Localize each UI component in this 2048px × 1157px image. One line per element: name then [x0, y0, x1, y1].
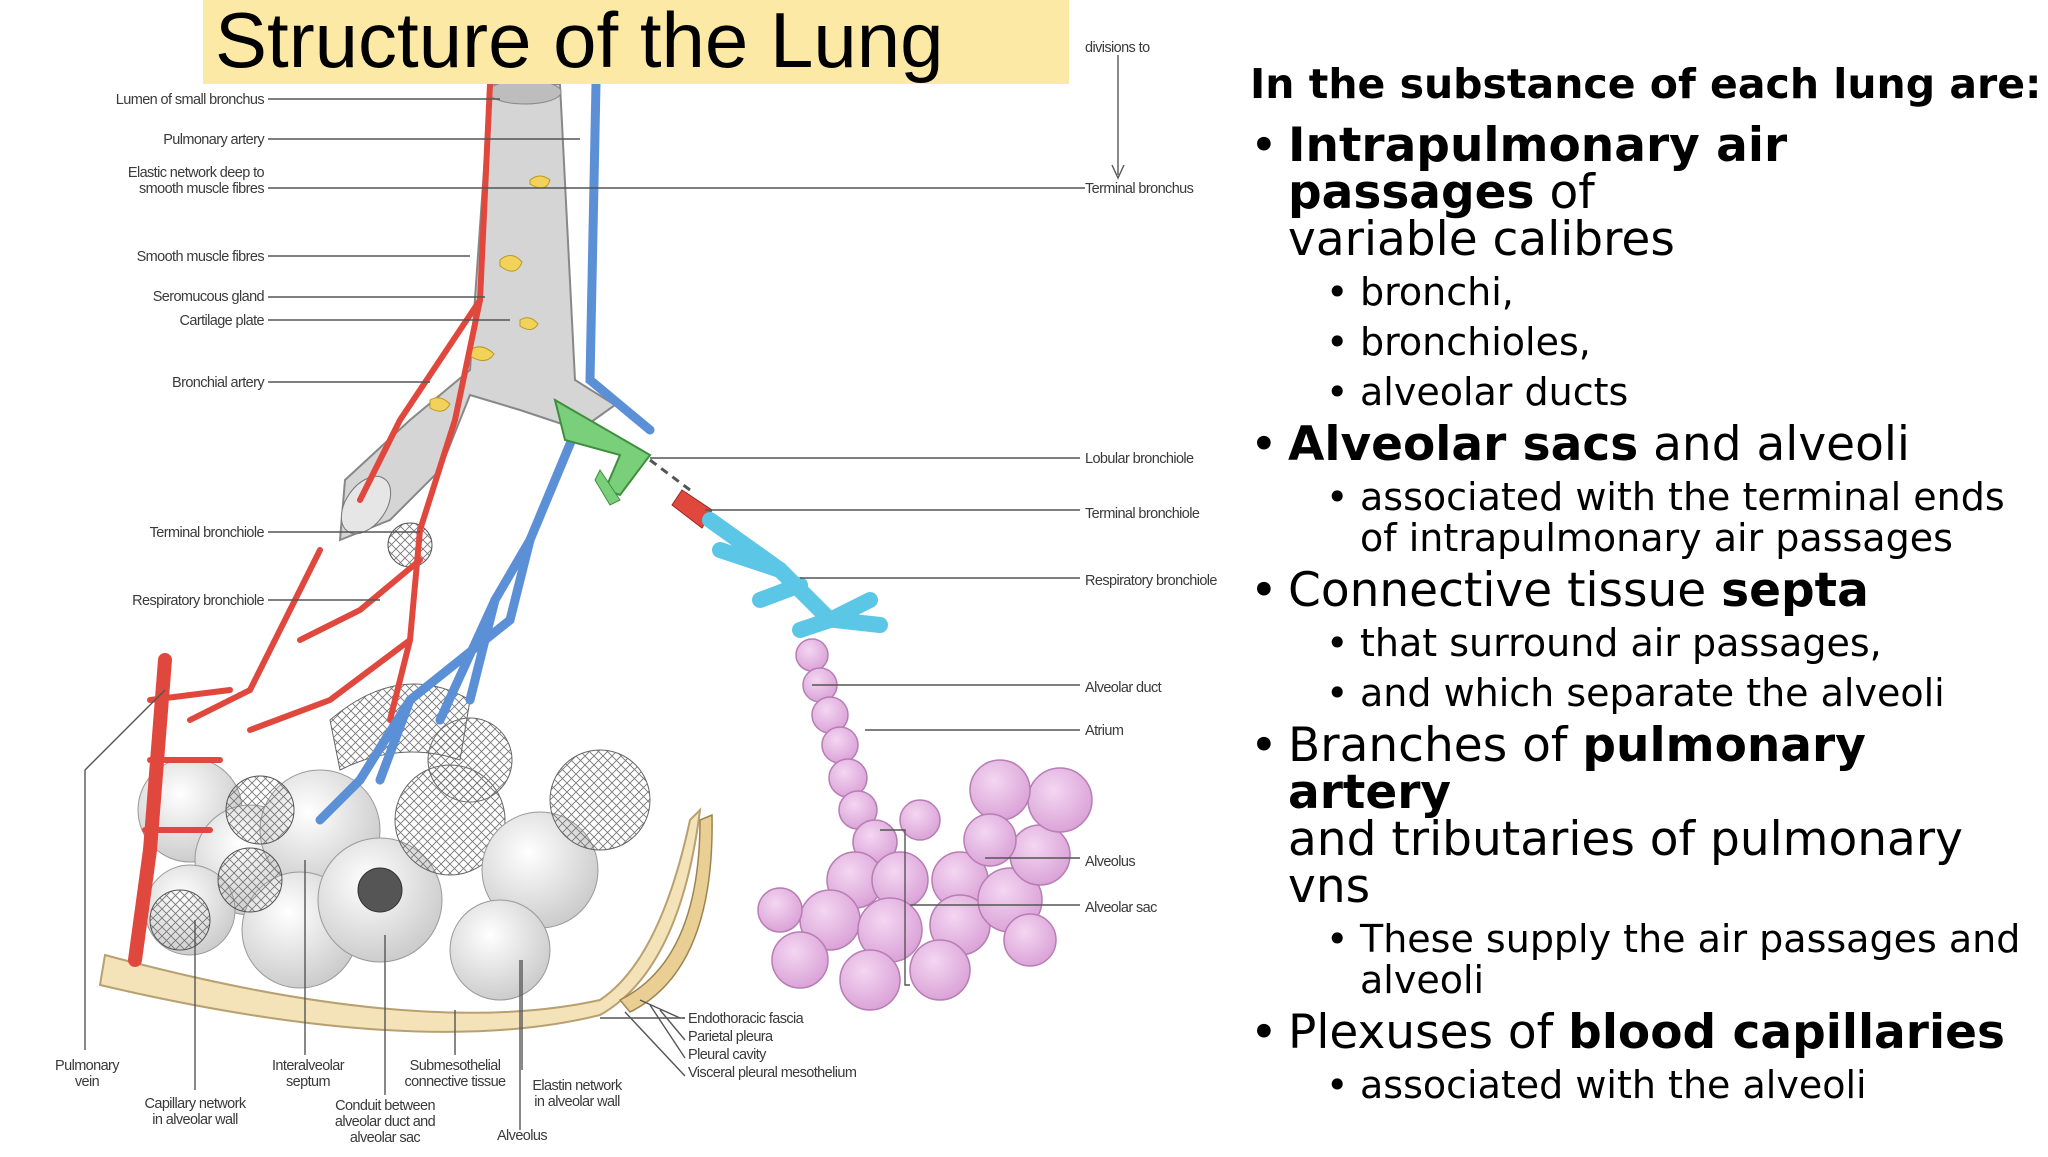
label-pulmonary-vein-line2: vein — [75, 1074, 100, 1090]
label-divisions-to: divisions to — [1085, 40, 1150, 56]
bullet-blood-capillaries-bold: blood capillaries — [1568, 1005, 2005, 1060]
sub-bullet-terminal-ends-line1: associated with the terminal ends — [1360, 475, 2005, 519]
bullet-air-passages-line2: variable calibres — [1288, 212, 1675, 267]
label-elastic-network-line1: Elastic network deep to — [128, 165, 265, 181]
bullet-blood-capillaries-lead: Plexuses of — [1288, 1005, 1569, 1060]
label-alveolar-sac: Alveolar sac — [1085, 900, 1157, 916]
pulmonary-artery-vessels — [315, 79, 655, 825]
label-alveolar-duct: Alveolar duct — [1085, 680, 1162, 696]
bullet-connective-tissue: Connective tissue septa — [1250, 567, 2040, 614]
label-elastic-network-line2: smooth muscle fibres — [139, 181, 264, 197]
respiratory-bronchiole-tree — [702, 512, 888, 638]
bullet-blood-capillaries: Plexuses of blood capillaries — [1250, 1009, 2040, 1056]
content-heading: In the substance of each lung are: — [1250, 60, 2042, 108]
label-pleural-cavity: Pleural cavity — [688, 1047, 767, 1063]
sub-bullet-supply-line2: alveoli — [1360, 958, 1485, 1002]
bronchiole-segments — [553, 397, 713, 529]
label-smooth-muscle-fibres: Smooth muscle fibres — [137, 249, 265, 265]
bullet-alveolar-sacs-rest: and alveoli — [1638, 417, 1910, 472]
lung-structure-figure: Lumen of small bronchus Pulmonary artery… — [55, 40, 1218, 1146]
label-cartilage-plate: Cartilage plate — [180, 313, 265, 329]
sub-bullet-associated-alveoli: associated with the alveoli — [1250, 1065, 2040, 1107]
sub-bullet-terminal-ends: associated with the terminal ends of int… — [1250, 477, 2040, 559]
label-lumen-small-bronchus: Lumen of small bronchus — [116, 92, 265, 108]
sub-bullet-bronchi: bronchi, — [1250, 272, 2040, 314]
label-endothoracic-fascia: Endothoracic fascia — [688, 1011, 805, 1027]
bullet-connective-tissue-lead: Connective tissue — [1288, 563, 1722, 618]
label-seromucous-gland: Seromucous gland — [153, 289, 265, 305]
label-interalveolar-septum-line2: septum — [286, 1074, 330, 1090]
bullet-connective-tissue-bold: septa — [1721, 563, 1869, 618]
sub-bullet-bronchioles: bronchioles, — [1250, 322, 2040, 364]
label-alveolus-bottom: Alveolus — [497, 1128, 547, 1144]
bullet-pulmonary-artery-bold: pulmonary artery — [1288, 718, 1866, 820]
alveoli-cluster — [137, 522, 651, 1001]
alveolar-sacs-sublist: associated with the terminal ends of int… — [1250, 477, 2040, 559]
sub-bullet-supply-air-passages: These supply the air passages and alveol… — [1250, 919, 2040, 1001]
bullet-air-passages-bold: Intrapulmonary air passages — [1288, 118, 1788, 220]
label-interalveolar-septum-line1: Interalveolar — [272, 1058, 345, 1074]
label-capillary-network-line1: Capillary network — [144, 1096, 246, 1112]
bullet-pulmonary-artery: Branches of pulmonary artery and tributa… — [1250, 722, 2040, 910]
label-pulmonary-artery: Pulmonary artery — [163, 132, 265, 148]
slide-title: Structure of the Lung — [215, 0, 944, 84]
label-capillary-network-line2: in alveolar wall — [152, 1112, 238, 1128]
label-conduit-line1: Conduit between — [335, 1098, 435, 1114]
figure-labels: Lumen of small bronchus Pulmonary artery… — [55, 40, 1218, 1146]
label-lobular-bronchiole: Lobular bronchiole — [1085, 451, 1194, 467]
label-elastin-network-line1: Elastin network — [532, 1078, 623, 1094]
label-elastin-network-line2: in alveolar wall — [534, 1094, 620, 1110]
bullet-alveolar-sacs-bold: Alveolar sacs — [1288, 417, 1639, 472]
label-terminal-bronchiole-right: Terminal bronchiole — [1085, 506, 1200, 522]
title-band — [203, 0, 1069, 84]
air-passages-sublist: bronchi, bronchioles, alveolar ducts — [1250, 272, 2040, 414]
sub-bullet-supply-line1: These supply the air passages and — [1360, 917, 2021, 961]
pleura-layers — [98, 807, 713, 1033]
sub-bullet-surround-air-passages: that surround air passages, — [1250, 623, 2040, 665]
bullet-pulmonary-artery-line3: vns — [1288, 859, 1371, 914]
connective-tissue-sublist: that surround air passages, and which se… — [1250, 623, 2040, 715]
lung-structure-diagram: Lumen of small bronchus Pulmonary artery… — [55, 40, 1218, 1146]
label-conduit-line3: alveolar sac — [350, 1130, 421, 1146]
label-atrium: Atrium — [1085, 723, 1124, 739]
label-visceral-pleural-mesothelium: Visceral pleural mesothelium — [688, 1065, 857, 1081]
label-terminal-bronchiole-left: Terminal bronchiole — [150, 525, 265, 541]
label-respiratory-bronchiole-left: Respiratory bronchiole — [132, 593, 264, 609]
bullet-alveolar-sacs: Alveolar sacs and alveoli — [1250, 421, 2040, 468]
bronchial-artery-vessels — [128, 81, 493, 967]
bullet-pulmonary-artery-lead: Branches of — [1288, 718, 1583, 773]
label-submesothelial-line2: connective tissue — [404, 1074, 506, 1090]
label-parietal-pleura: Parietal pleura — [688, 1029, 774, 1045]
bullet-pulmonary-artery-line2: and tributaries of pulmonary — [1288, 812, 1963, 867]
label-conduit-line2: alveolar duct and — [335, 1114, 436, 1130]
label-respiratory-bronchiole-right: Respiratory bronchiole — [1085, 573, 1217, 589]
sub-bullet-separate-alveoli: and which separate the alveoli — [1250, 673, 2040, 715]
bullet-air-passages-rest: of — [1534, 165, 1595, 220]
label-pulmonary-vein-line1: Pulmonary — [55, 1058, 120, 1074]
label-terminal-bronchus: Terminal bronchus — [1085, 181, 1194, 197]
alveolar-duct-and-sacs — [757, 638, 1093, 1011]
content-panel: In the substance of each lung are: Intra… — [1250, 54, 2042, 1112]
blood-capillaries-sublist: associated with the alveoli — [1250, 1065, 2040, 1107]
pulmonary-artery-sublist: These supply the air passages and alveol… — [1250, 919, 2040, 1001]
label-leader-lines — [84, 55, 1125, 1130]
bullet-air-passages: Intrapulmonary air passages of variable … — [1250, 122, 2040, 263]
label-bronchial-artery: Bronchial artery — [172, 375, 265, 391]
sub-bullet-alveolar-ducts: alveolar ducts — [1250, 372, 2040, 414]
sub-bullet-terminal-ends-line2: of intrapulmonary air passages — [1360, 516, 1953, 560]
label-submesothelial-line1: Submesothelial — [410, 1058, 501, 1074]
label-alveolus-right: Alveolus — [1085, 854, 1135, 870]
